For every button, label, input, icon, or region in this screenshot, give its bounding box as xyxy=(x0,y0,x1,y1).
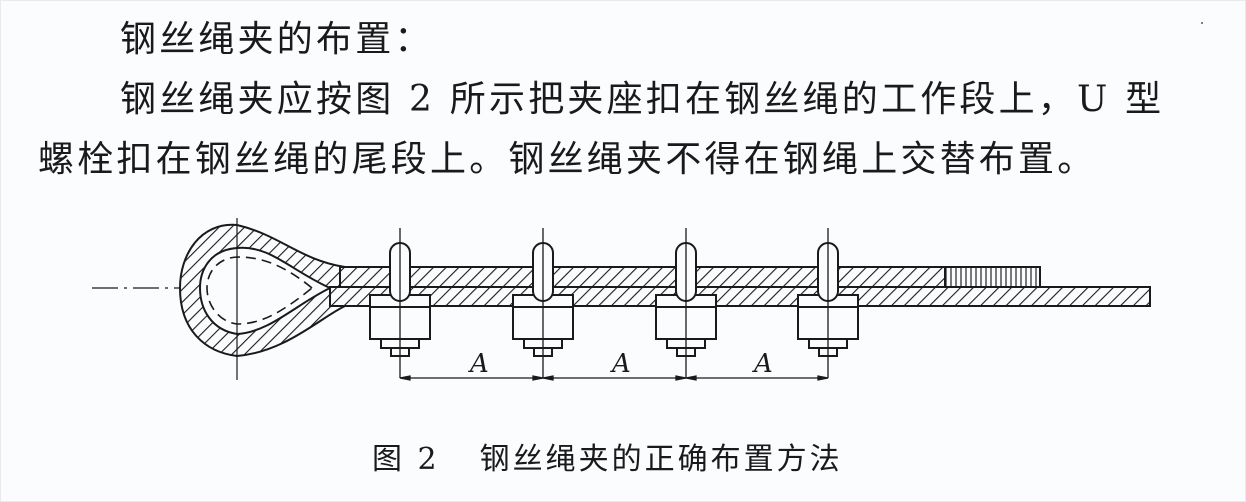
clamp-2 xyxy=(512,228,574,378)
section-heading: 钢丝绳夹的布置： xyxy=(120,19,434,60)
figure-caption-text: 钢丝绳夹的正确布置方法 xyxy=(479,442,843,477)
clamp-4 xyxy=(797,228,859,378)
paragraph-line-1: 钢丝绳夹应按图 2 所示把夹座扣在钢丝绳的工作段上，U 型 xyxy=(120,79,1165,120)
clamp-1 xyxy=(369,228,431,378)
dimension-label-a-1: A xyxy=(468,349,489,379)
rope-tail-end xyxy=(944,266,1041,288)
paragraph-line-2: 螺栓扣在钢丝绳的尾段上。钢丝绳夹不得在钢绳上交替布置。 xyxy=(38,139,1097,180)
scan-speck xyxy=(1201,22,1203,24)
figure-caption: 图 2 钢丝绳夹的正确布置方法 xyxy=(372,440,843,480)
figure-number: 图 2 xyxy=(372,442,440,477)
dimension-label-a-3: A xyxy=(752,349,773,379)
wire-rope-clamp-diagram: A A A xyxy=(92,218,1151,381)
dimension-label-a-2: A xyxy=(610,349,631,379)
rope-working-segment xyxy=(329,286,1151,307)
rope-tail-segment xyxy=(339,266,946,288)
dimension-line xyxy=(399,375,829,381)
clamp-3 xyxy=(655,228,717,378)
clamps xyxy=(369,228,859,378)
